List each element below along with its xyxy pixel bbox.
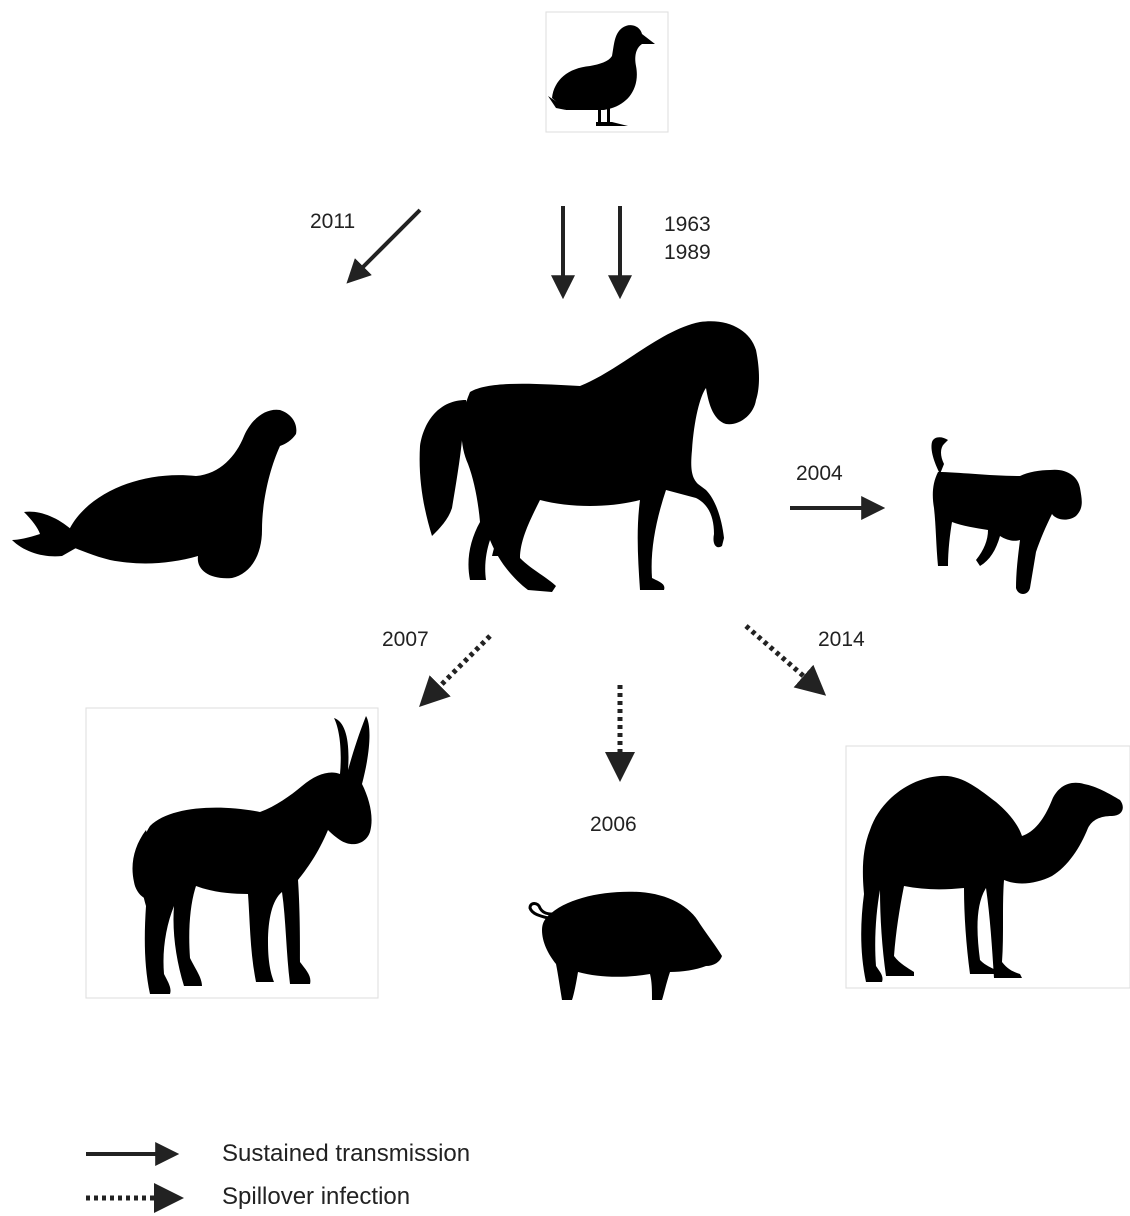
label-2007: 2007: [382, 625, 429, 655]
arrow-duck-to-seal: [360, 210, 420, 270]
label-2004: 2004: [796, 459, 843, 489]
pig-icon: [530, 892, 722, 1000]
label-2011: 2011: [310, 207, 355, 237]
label-2006: 2006: [590, 810, 637, 840]
horse-icon: [420, 321, 759, 592]
seal-icon: [12, 410, 296, 579]
dog-icon: [931, 437, 1081, 594]
label-1989: 1989: [664, 238, 711, 268]
label-2014: 2014: [818, 625, 865, 655]
arrow-horse-to-camel: [746, 626, 808, 680]
arrow-horse-to-donkey: [436, 636, 490, 690]
legend-sustained-label: Sustained transmission: [222, 1140, 470, 1168]
legend-spillover-label: Spillover infection: [222, 1183, 410, 1211]
label-1963: 1963: [664, 210, 711, 240]
